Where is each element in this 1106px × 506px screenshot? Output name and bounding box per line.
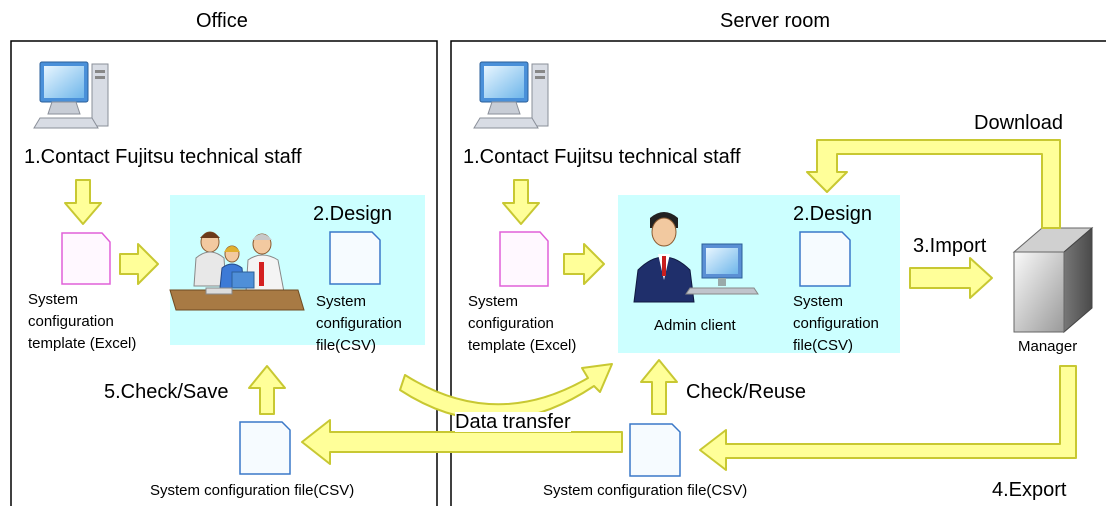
check-reuse-label: Check/Reuse (686, 381, 807, 403)
server-bottom-csv-document-icon (629, 423, 681, 477)
office-check-save-up-arrow (248, 365, 286, 415)
manager-label: Manager (1018, 338, 1078, 355)
server-file-label: System configuration file(CSV) (793, 293, 879, 354)
server-contact-down-arrow (502, 179, 540, 225)
server-room-title: Server room (720, 10, 831, 32)
meeting-people-illustration (169, 231, 305, 311)
office-contact-down-arrow (64, 179, 102, 225)
data-transfer-left-arrow (301, 419, 623, 465)
office-csv-document-icon (329, 231, 381, 285)
office-computer-icon (33, 61, 109, 129)
office-design-label: 2.Design (313, 203, 392, 225)
download-arrow (806, 139, 1061, 229)
import-label: 3.Import (913, 235, 987, 257)
office-check-save-label: 5.Check/Save (104, 381, 229, 403)
office-template-document-icon (61, 232, 111, 285)
server-design-label: 2.Design (793, 203, 872, 225)
server-template-to-design-arrow (563, 243, 605, 285)
server-bottom-file-label: System configuration file(CSV) (543, 482, 748, 499)
office-contact-label: 1.Contact Fujitsu technical staff (24, 146, 302, 168)
manager-server-icon (1012, 226, 1094, 334)
download-label: Download (974, 112, 1063, 134)
office-bottom-file-label: System configuration file(CSV) (150, 482, 355, 499)
office-title: Office (196, 10, 248, 32)
server-check-reuse-up-arrow (640, 359, 678, 415)
admin-client-label: Admin client (654, 317, 736, 334)
server-template-label: System configuration template (Excel) (468, 293, 577, 354)
export-arrow (699, 365, 1077, 471)
server-template-document-icon (499, 231, 549, 287)
import-arrow (909, 257, 993, 299)
server-csv-document-icon (799, 231, 851, 287)
server-contact-label: 1.Contact Fujitsu technical staff (463, 146, 741, 168)
export-label: 4.Export (992, 479, 1067, 501)
office-bottom-csv-document-icon (239, 421, 291, 475)
data-transfer-label: Data transfer (455, 411, 571, 433)
office-file-label: System configuration file(CSV) (316, 293, 402, 354)
office-template-to-design-arrow (119, 243, 159, 285)
server-room-frame (450, 40, 1106, 506)
admin-person-illustration (633, 212, 759, 303)
office-template-label: System configuration template (Excel) (28, 291, 137, 352)
server-computer-icon (473, 61, 549, 129)
office-frame (10, 40, 438, 506)
